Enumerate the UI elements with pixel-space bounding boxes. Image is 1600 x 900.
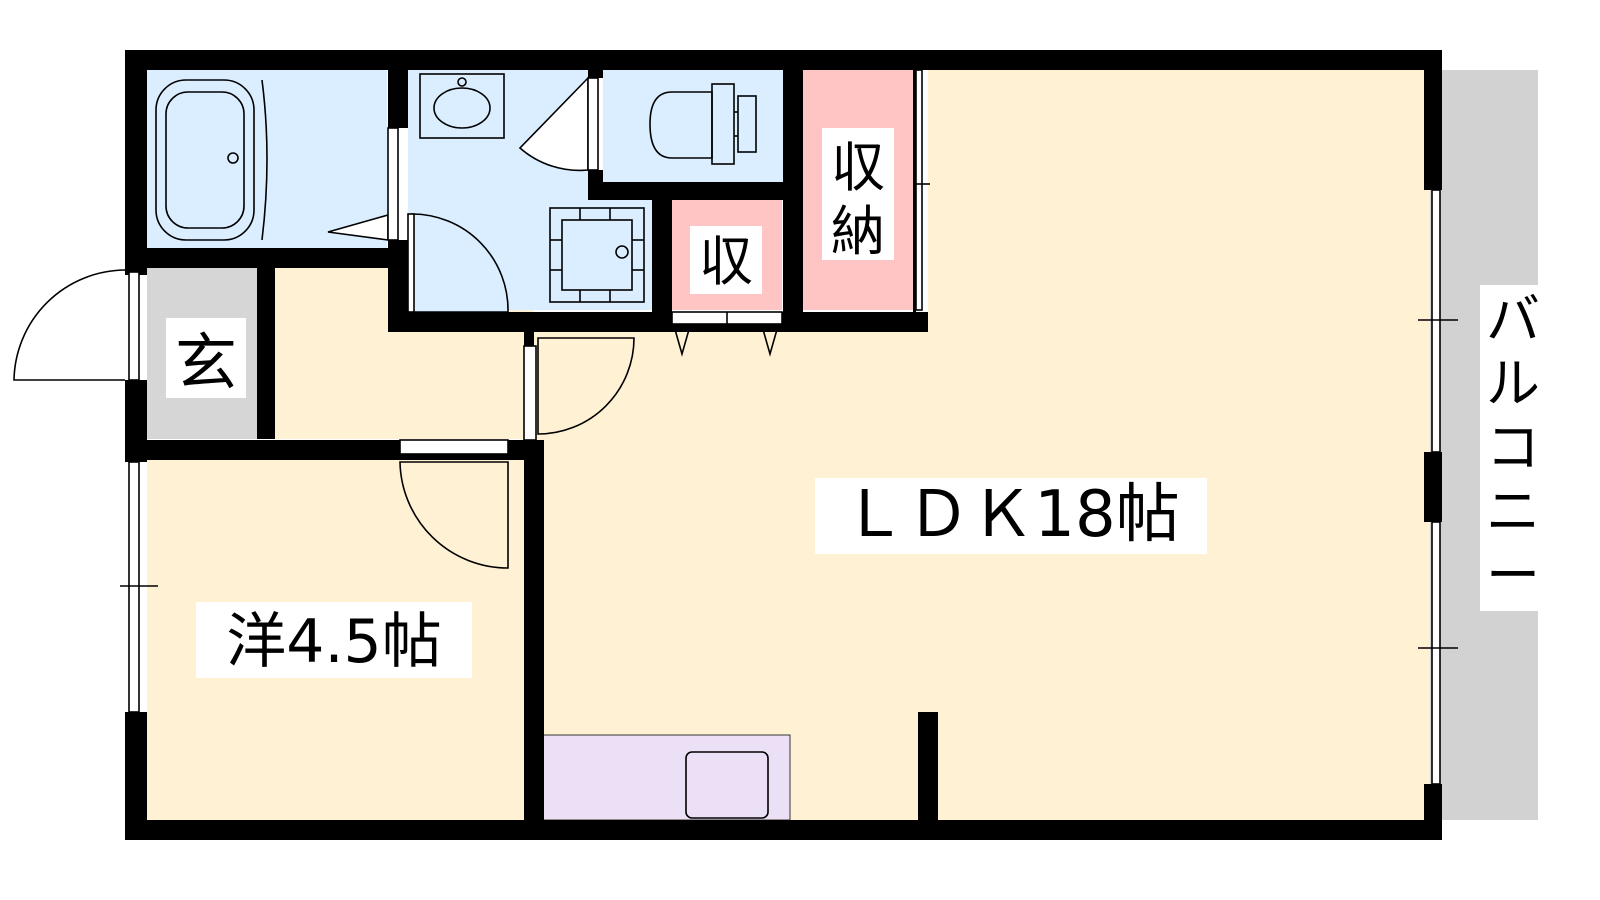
wall-toilet-storage bbox=[783, 50, 803, 332]
wall-right-mid bbox=[1424, 452, 1442, 522]
washroom-door-swing bbox=[411, 213, 509, 313]
balcony-label-char-5: ー bbox=[1486, 544, 1540, 607]
entrance-threshold bbox=[128, 271, 140, 381]
wall-bath-wash-lower bbox=[388, 240, 408, 332]
storage-small-door-left bbox=[673, 325, 691, 357]
balcony-label-char-4: ニ bbox=[1486, 480, 1540, 543]
wall-right-bottom bbox=[1424, 784, 1442, 840]
window-balcony-upper bbox=[1431, 189, 1441, 453]
washbasin-icon bbox=[419, 73, 505, 139]
storage-large-label-char-2: 納 bbox=[831, 200, 885, 263]
fixtures bbox=[155, 73, 769, 819]
storage-small-label-bg bbox=[690, 226, 762, 294]
ldk-label-bg bbox=[815, 478, 1207, 554]
toilet-door-swing bbox=[518, 76, 589, 172]
balcony-label-char-1: バ bbox=[1486, 288, 1540, 351]
window-balcony-lower bbox=[1431, 521, 1441, 785]
ldk-door-swing bbox=[537, 337, 635, 435]
western-room-label: 洋4.5帖 bbox=[226, 607, 441, 677]
wall-left-top bbox=[125, 50, 147, 275]
wall-entrance-right bbox=[257, 267, 275, 439]
wall-wash-storage bbox=[652, 200, 672, 332]
bathroom-door-leaf bbox=[387, 127, 399, 241]
ldk-door-leaf bbox=[523, 345, 537, 441]
doors bbox=[13, 76, 930, 569]
wall-right-top bbox=[1424, 50, 1442, 190]
toilet-floor bbox=[603, 70, 783, 182]
kitchen-sink-icon bbox=[685, 751, 769, 819]
storage-small-door-right bbox=[761, 325, 779, 357]
washroom-door-leaf bbox=[407, 213, 415, 313]
wall-left-bottom bbox=[125, 712, 147, 840]
wall-storage-bottom bbox=[913, 312, 928, 332]
toilet-door-leaf bbox=[587, 77, 599, 171]
wall-bath-wash bbox=[388, 50, 408, 128]
window-storage bbox=[915, 69, 923, 311]
storage-large-label-bg bbox=[822, 128, 894, 260]
western-door-leaf bbox=[399, 439, 509, 455]
wall-western-ldk bbox=[524, 440, 544, 840]
wall-wash-toilet bbox=[588, 50, 603, 78]
wall-washroom-bottom bbox=[388, 312, 928, 332]
wall-hall-ldk bbox=[524, 332, 534, 346]
wall-bathroom-bottom bbox=[125, 248, 390, 268]
balcony-label-bg bbox=[1480, 285, 1546, 611]
wall-ldk-stub bbox=[918, 712, 938, 840]
kitchen-counter bbox=[539, 734, 791, 821]
wall-storage-right bbox=[913, 50, 916, 332]
washing-machine-pan-icon bbox=[549, 207, 645, 303]
storage-large-label-char-1: 収 bbox=[831, 136, 885, 199]
storage-small-label: 収 bbox=[699, 230, 753, 293]
western-room-label-bg bbox=[196, 602, 472, 678]
balcony-label-char-2: ル bbox=[1486, 352, 1540, 415]
front-door-swing bbox=[13, 269, 126, 381]
labels: ＬＤＫ18帖 洋4.5帖 収 納 収 玄 バ ル コ ニ ー bbox=[166, 128, 1546, 678]
ldk-label: ＬＤＫ18帖 bbox=[842, 478, 1179, 552]
entrance-label-bg bbox=[166, 318, 246, 398]
walls bbox=[125, 50, 1442, 840]
western-door-swing bbox=[399, 461, 509, 569]
window-ticks bbox=[120, 319, 1458, 649]
bathtub-icon bbox=[155, 79, 268, 241]
window-western-room bbox=[128, 461, 140, 713]
toilet-icon bbox=[649, 83, 757, 165]
wall-toilet-bottom bbox=[588, 182, 783, 200]
entrance-label: 玄 bbox=[175, 326, 237, 399]
balcony-label-char-3: コ bbox=[1486, 416, 1540, 479]
wall-bottom bbox=[125, 820, 1442, 840]
ldk-floor bbox=[928, 70, 1430, 820]
